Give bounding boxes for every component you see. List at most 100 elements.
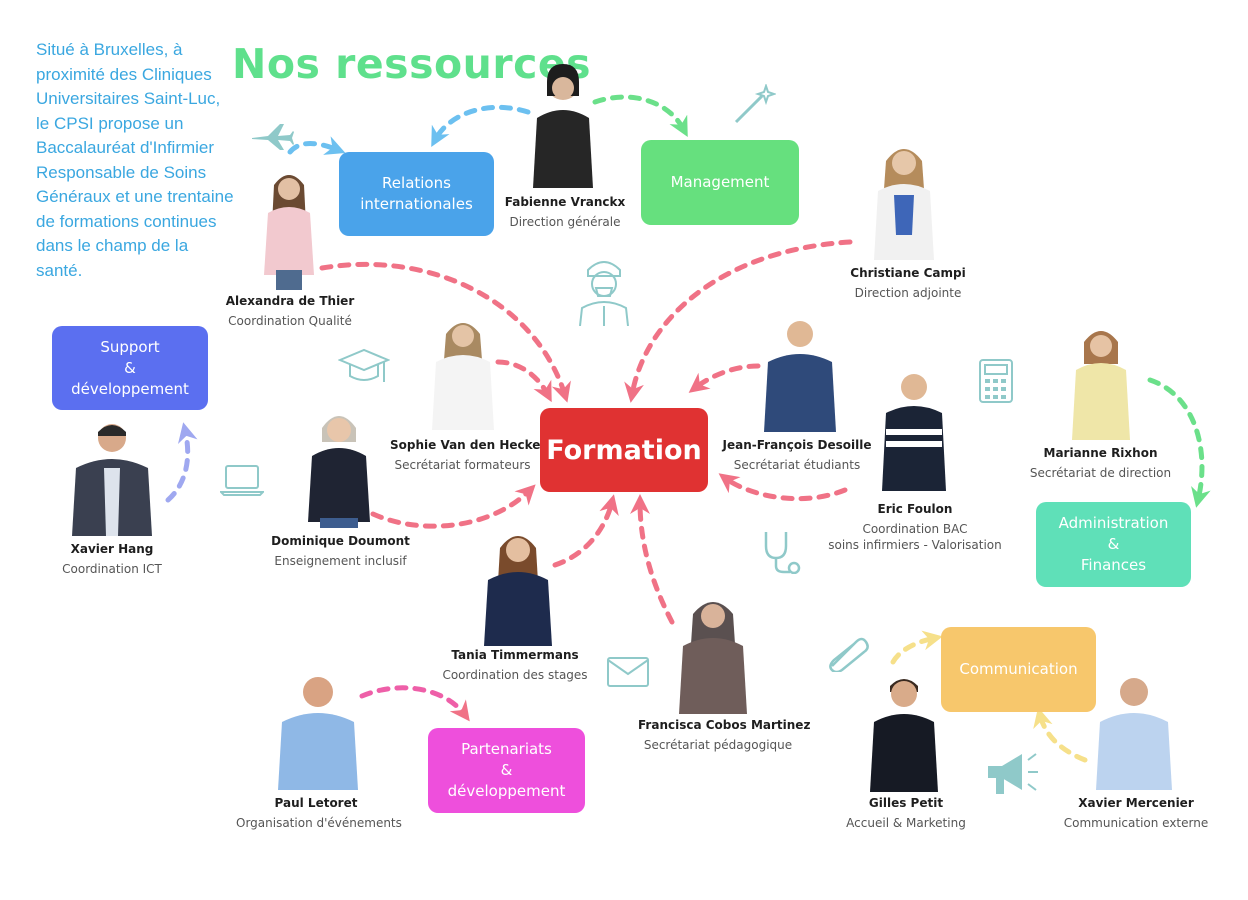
arrow-eric-formation	[718, 473, 848, 502]
partenariats-label-3: développement	[447, 782, 566, 800]
person-name: Dominique Doumont	[271, 534, 410, 548]
arrow-airplane-relations	[287, 136, 346, 155]
arrow-paul-partenariats	[359, 685, 470, 722]
person-role: Coordination ICT	[62, 562, 162, 576]
person-role: Direction adjointe	[854, 286, 962, 300]
laptop-icon	[220, 465, 264, 496]
communication-box: Communication	[941, 627, 1096, 712]
person-role: Secrétariat étudiants	[733, 458, 861, 472]
person-name: Marianne Rixhon	[1043, 446, 1158, 460]
person-dominique-doumont: Dominique Doumont Enseignement inclusif	[268, 534, 413, 569]
support-label-2: &	[124, 358, 136, 377]
person-name: Xavier Hang	[70, 542, 154, 556]
photo-tania-timmermans	[484, 536, 552, 646]
person-fabienne-vranckx: Fabienne Vranckx Direction générale	[495, 195, 635, 230]
stethoscope-icon	[764, 532, 801, 574]
formation-label: Formation	[546, 434, 702, 466]
person-name: Francisca Cobos Martinez	[638, 718, 811, 732]
photo-christiane-campi	[874, 149, 934, 260]
photo-gilles-petit	[870, 679, 938, 792]
person-name: Gilles Petit	[868, 796, 944, 810]
arrow-francisca-formation	[630, 494, 675, 625]
person-role: Accueil & Marketing	[846, 816, 966, 830]
magic-wand-icon	[734, 84, 776, 124]
calculator-icon	[979, 359, 1013, 403]
person-name: Eric Foulon	[877, 502, 953, 516]
person-role: Secrétariat formateurs	[394, 458, 531, 472]
person-tania-timmermans: Tania Timmermans Coordination des stages	[440, 648, 590, 683]
person-name: Sophie Van den Hecke	[390, 438, 541, 452]
photo-marianne-rixhon	[1072, 331, 1130, 440]
person-marianne-rixhon: Marianne Rixhon Secrétariat de direction	[1028, 446, 1173, 481]
support-label-1: Support	[100, 337, 160, 356]
intro-text: Situé à Bruxelles, à proximité des Clini…	[36, 40, 234, 280]
person-name: Tania Timmermans	[451, 648, 579, 662]
person-name: Christiane Campi	[850, 266, 966, 280]
photo-dominique-doumont	[308, 416, 370, 528]
arrow-fabienne-management	[592, 94, 688, 138]
person-christiane-campi: Christiane Campi Direction adjointe	[838, 266, 978, 301]
arrow-dominique-formation	[370, 484, 536, 529]
person-sophie-van-den-hecke: Sophie Van den Hecke Secrétariat formate…	[390, 438, 541, 473]
partenariats-label-2: &	[500, 761, 513, 779]
photo-eric-foulon	[882, 374, 946, 491]
person-role: Organisation d'événements	[236, 816, 402, 830]
photo-sophie-van-den-hecke	[432, 323, 494, 430]
arrow-jeanfrancois-formation	[688, 363, 761, 393]
person-paul-letoret: Paul Letoret Organisation d'événements	[236, 796, 402, 831]
person-name: Paul Letoret	[274, 796, 358, 810]
person-role: Coordination BAC	[862, 522, 968, 536]
management-box: Management	[641, 140, 799, 225]
person-gilles-petit: Gilles Petit Accueil & Marketing	[836, 796, 976, 831]
person-xavier-mercenier: Xavier Mercenier Communication externe	[1062, 796, 1210, 831]
photo-xavier-mercenier	[1096, 678, 1172, 790]
airplane-icon	[252, 124, 294, 150]
photo-paul-letoret	[278, 677, 358, 790]
relations-label-1: Relations	[382, 174, 451, 192]
photo-jean-francois-desoille	[764, 321, 836, 432]
person-role: Coordination des stages	[442, 668, 588, 682]
person-name: Xavier Mercenier	[1078, 796, 1194, 810]
person-role: Secrétariat de direction	[1029, 466, 1172, 480]
person-eric-foulon: Eric Foulon Coordination BAC soins infir…	[825, 502, 1005, 553]
support-label-3: développement	[71, 379, 189, 398]
person-role: Enseignement inclusif	[274, 554, 407, 568]
person-role: Communication externe	[1063, 816, 1209, 830]
arrow-christiane-formation	[624, 239, 853, 403]
person-name: Alexandra de Thier	[225, 294, 355, 308]
person-role: Secrétariat pédagogique	[643, 738, 793, 752]
administration-finances-box: Administration & Finances	[1036, 502, 1191, 587]
relations-internationales-box: Relations internationales	[339, 152, 494, 236]
arrow-sophie-formation	[495, 359, 552, 403]
envelope-icon	[607, 657, 649, 687]
person-role-line2: soins infirmiers - Valorisation	[828, 538, 1002, 552]
photo-fabienne-vranckx	[533, 64, 593, 188]
arrow-alexandra-formation	[319, 261, 571, 403]
support-developpement-box: Support & développement	[52, 326, 208, 410]
administration-label-3: Finances	[1080, 556, 1147, 574]
relations-label-2: internationales	[360, 195, 473, 213]
person-role: Direction générale	[509, 215, 621, 229]
arrow-tania-formation	[552, 494, 619, 568]
page-title: Nos ressources	[232, 40, 592, 88]
person-alexandra-de-thier: Alexandra de Thier Coordination Qualité	[220, 294, 360, 329]
formation-box: Formation	[540, 408, 708, 492]
person-jean-francois-desoille: Jean-François Desoille Secrétariat étudi…	[722, 438, 872, 473]
arrow-gilles-communication	[890, 630, 943, 665]
photo-alexandra-de-thier	[264, 175, 314, 290]
communication-label: Communication	[959, 660, 1078, 678]
person-xavier-hang: Xavier Hang Coordination ICT	[42, 542, 182, 577]
paperclip-icon	[829, 637, 869, 672]
graduation-cap-icon	[338, 348, 390, 382]
arrow-fabienne-relations	[431, 104, 531, 148]
administration-label-1: Administration	[1058, 514, 1169, 532]
person-name: Jean-François Desoille	[722, 438, 872, 452]
partenariats-label-1: Partenariats	[461, 740, 552, 758]
arrow-marianne-administration	[1147, 377, 1211, 508]
nurse-icon	[579, 261, 629, 326]
person-francisca-cobos-martinez: Francisca Cobos Martinez Secrétariat péd…	[638, 718, 811, 753]
megaphone-icon	[988, 753, 1038, 794]
person-role: Coordination Qualité	[228, 314, 352, 328]
photo-xavier-hang	[72, 424, 152, 536]
